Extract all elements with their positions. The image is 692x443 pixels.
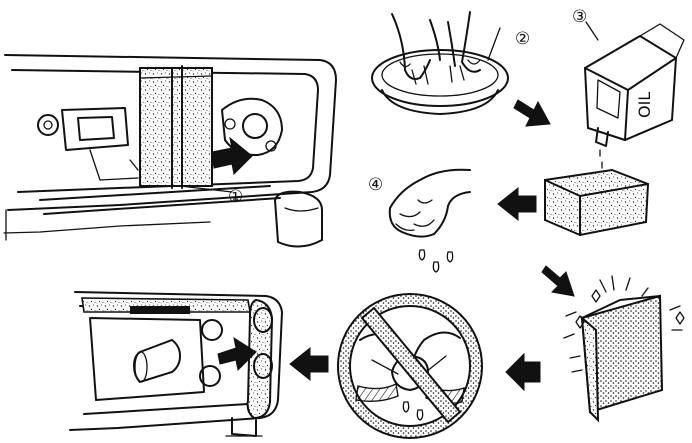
oil-can-label: OIL — [635, 92, 654, 118]
step-1-remove-element: ① — [4, 55, 336, 247]
do-not-wring-prohibition — [338, 294, 482, 438]
step-5-element-ready — [564, 276, 684, 420]
arrow-left-icon — [498, 188, 536, 220]
arrow-down-right-icon — [514, 100, 550, 126]
callout-4: ④ — [368, 175, 383, 195]
arrow-down-right-icon — [542, 266, 574, 296]
arrow-right-icon — [212, 138, 252, 174]
step-6-reinstall-element — [70, 292, 282, 436]
step-2-wash-element: ② — [372, 12, 550, 126]
arrow-left-icon — [290, 348, 328, 380]
arrow-left-icon — [506, 354, 540, 390]
oiled-sponge — [545, 170, 648, 235]
bolt-icon — [38, 115, 58, 135]
callout-1: ① — [228, 187, 243, 207]
callout-2: ② — [515, 29, 530, 49]
callout-3: ③ — [572, 7, 587, 27]
foam-air-filter-element — [140, 68, 212, 186]
reinstalled-foam-element — [248, 300, 272, 418]
step-4-squeeze-element: ④ — [368, 170, 470, 272]
